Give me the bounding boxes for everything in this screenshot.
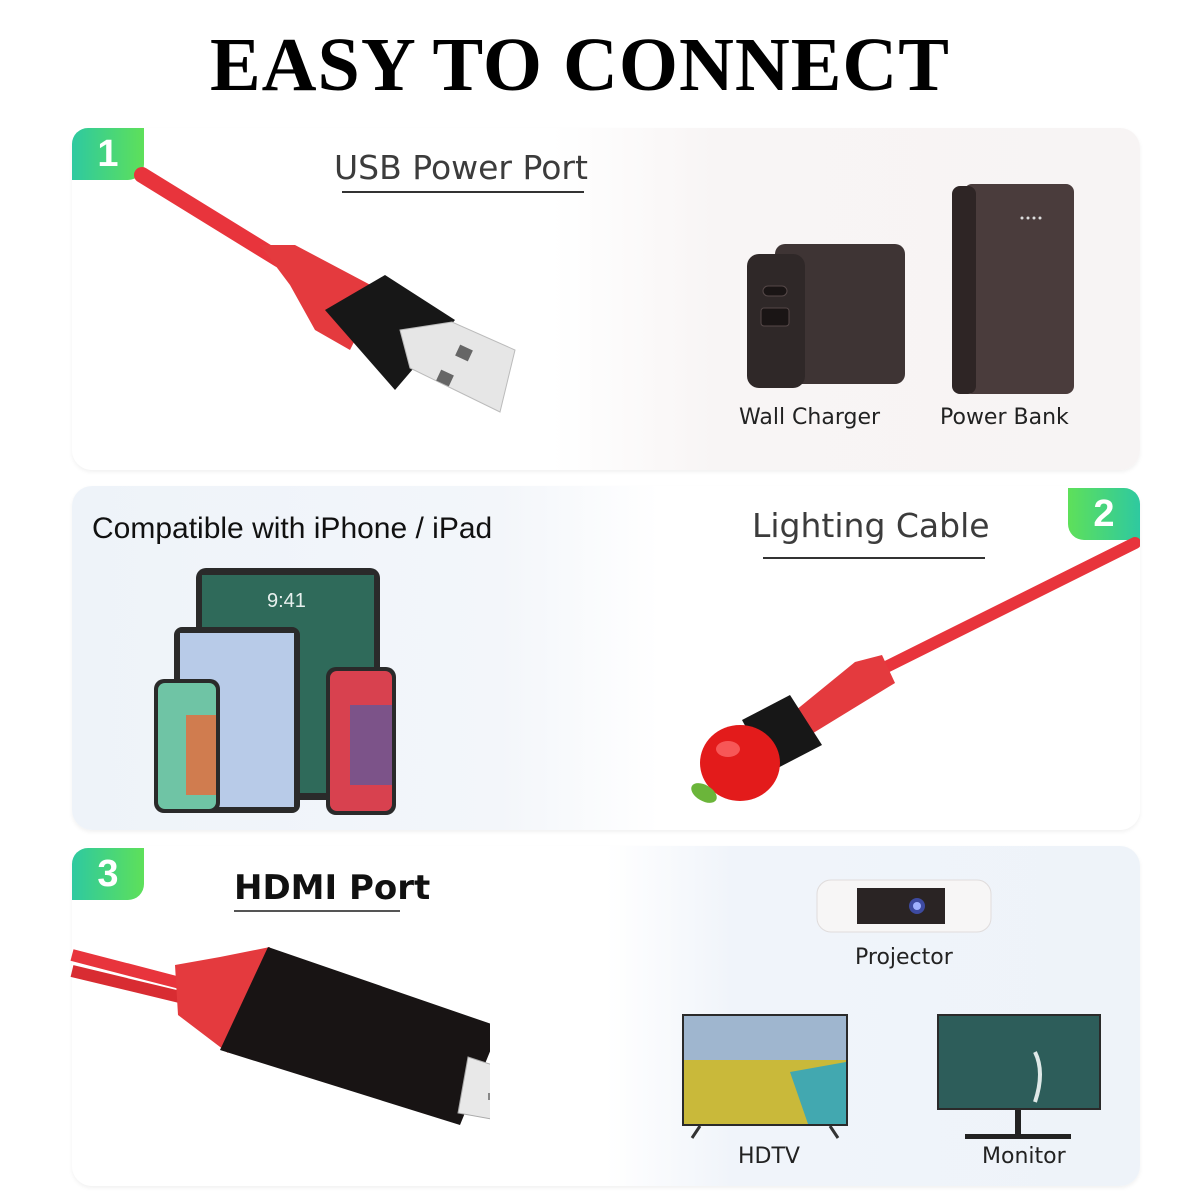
lightning-cable-icon	[691, 537, 1140, 803]
compatibility-text: Compatible with iPhone / iPad	[92, 512, 493, 545]
hdtv-label: HDTV	[738, 1144, 800, 1169]
wall-charger-label: Wall Charger	[739, 405, 881, 430]
hdmi-port-title: HDMI Port	[234, 868, 431, 908]
usb-power-port-title: USB Power Port	[334, 148, 588, 187]
projector-label: Projector	[855, 945, 953, 970]
title-underline	[234, 910, 400, 912]
power-bank-label: Power Bank	[940, 405, 1069, 430]
projector-icon	[816, 879, 992, 933]
monitor-icon	[937, 1014, 1101, 1139]
step-3-badge: 3	[72, 848, 144, 900]
hdtv-icon	[682, 1014, 848, 1139]
title-underline	[342, 191, 584, 193]
step-1-badge: 1	[72, 128, 144, 180]
hdmi-cable-icon	[70, 947, 490, 1125]
power-bank-icon	[952, 184, 1074, 394]
apple-devices-icon	[154, 568, 396, 815]
device-clock: 9:41	[267, 590, 306, 612]
page-headline: EASY TO CONNECT	[209, 23, 950, 107]
title-underline	[763, 557, 985, 559]
step-2-badge: 2	[1068, 488, 1140, 540]
usb-cable-icon	[134, 167, 516, 413]
monitor-label: Monitor	[982, 1144, 1066, 1169]
wall-charger-icon	[747, 244, 905, 388]
lighting-cable-title: Lighting Cable	[752, 506, 990, 545]
